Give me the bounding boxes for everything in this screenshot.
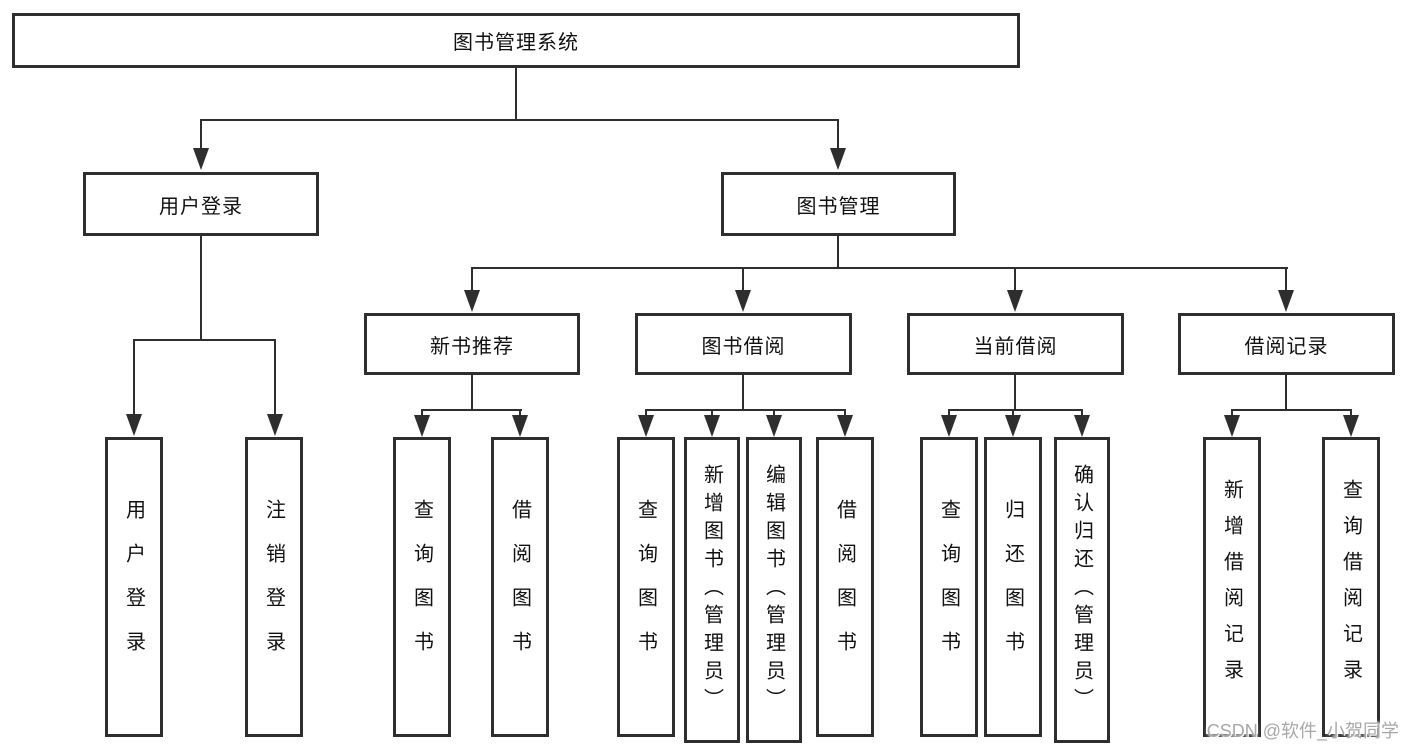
arrow-down-icon (704, 415, 720, 437)
connector-newbook-stem (471, 375, 473, 410)
csdn-watermark: CSDN @软件_小贺同学 (1206, 721, 1399, 741)
leaf-borrow-borrow-label: 借阅图书 (833, 499, 856, 675)
connector-bookmgmt-drop1 (471, 268, 473, 290)
leaf-current-confirm-admin: 确认归还（管理员） (1054, 437, 1110, 743)
arrow-down-icon (1343, 415, 1359, 437)
leaf-current-return: 归还图书 (984, 437, 1042, 737)
connector-records-drop2 (1350, 410, 1352, 415)
leaf-records-add-label: 新增借阅记录 (1220, 479, 1243, 695)
connector-userlogin-drop1 (133, 340, 135, 414)
leaf-borrow-borrow: 借阅图书 (816, 437, 874, 737)
connector-newbook-drop1 (421, 410, 423, 415)
leaf-borrow-search: 查询图书 (617, 437, 675, 737)
connector-root-stem (515, 68, 517, 120)
connector-userlogin-drop2 (274, 340, 276, 414)
connector-bookmgmt-drop4 (1285, 268, 1287, 290)
node-root: 图书管理系统 (12, 13, 1020, 68)
connector-currentborrow-drop2 (1012, 410, 1014, 415)
leaf-current-return-label: 归还图书 (1001, 499, 1024, 675)
node-root-label: 图书管理系统 (453, 32, 579, 54)
connector-newbook-bar (421, 409, 522, 411)
node-new-book-recommend-label: 新书推荐 (430, 335, 514, 358)
node-user-login: 用户登录 (83, 172, 319, 236)
connector-newbook-drop2 (519, 410, 521, 415)
arrow-down-icon (267, 414, 283, 436)
arrow-down-icon (193, 148, 209, 170)
arrow-down-icon (1005, 415, 1021, 437)
arrow-down-icon (1224, 415, 1240, 437)
leaf-newbook-borrow: 借阅图书 (491, 437, 549, 737)
leaf-borrow-search-label: 查询图书 (634, 499, 657, 675)
connector-root-drop-right (837, 120, 839, 148)
node-book-borrow-label: 图书借阅 (701, 335, 786, 358)
connector-bookborrow-drop1 (645, 410, 647, 415)
node-borrow-records-label: 借阅记录 (1244, 335, 1329, 358)
node-book-management-label: 图书管理 (796, 195, 881, 218)
connector-bookmgmt-stem (837, 236, 839, 268)
arrow-down-icon (735, 290, 751, 312)
connector-bookborrow-drop2 (711, 410, 713, 415)
arrow-down-icon (414, 415, 430, 437)
connector-bookmgmt-drop2 (742, 268, 744, 290)
leaf-newbook-search: 查询图书 (393, 437, 451, 737)
leaf-current-search: 查询图书 (920, 437, 978, 737)
arrow-down-icon (1278, 290, 1294, 312)
node-user-login-label: 用户登录 (159, 195, 243, 218)
node-new-book-recommend: 新书推荐 (364, 313, 580, 375)
leaf-borrow-add-admin-label: 新增图书（管理员） (700, 464, 723, 716)
leaf-records-search: 查询借阅记录 (1322, 437, 1380, 737)
leaf-current-confirm-admin-label: 确认归还（管理员） (1070, 464, 1093, 716)
node-current-borrow: 当前借阅 (907, 313, 1124, 375)
connector-bookmgmt-bar (471, 267, 1288, 269)
arrow-down-icon (464, 290, 480, 312)
leaf-borrow-edit-admin: 编辑图书（管理员） (746, 437, 802, 743)
arrow-down-icon (766, 415, 782, 437)
connector-userlogin-stem (200, 236, 202, 340)
connector-currentborrow-stem (1014, 375, 1016, 410)
arrow-down-icon (1007, 290, 1023, 312)
connector-currentborrow-drop3 (1081, 410, 1083, 415)
leaf-records-add: 新增借阅记录 (1203, 437, 1261, 737)
leaf-current-search-label: 查询图书 (937, 499, 960, 675)
connector-records-stem (1285, 375, 1287, 410)
arrow-down-icon (512, 415, 528, 437)
leaf-logout: 注销登录 (245, 437, 303, 737)
leaf-user-login-label: 用户登录 (122, 499, 145, 675)
leaf-borrow-edit-admin-label: 编辑图书（管理员） (762, 464, 785, 716)
connector-records-drop1 (1231, 410, 1233, 415)
arrow-down-icon (837, 415, 853, 437)
connector-bookborrow-bar (645, 409, 846, 411)
connector-currentborrow-drop1 (948, 410, 950, 415)
arrow-down-icon (1074, 415, 1090, 437)
leaf-borrow-add-admin: 新增图书（管理员） (684, 437, 740, 743)
leaf-records-search-label: 查询借阅记录 (1339, 479, 1362, 695)
node-borrow-records: 借阅记录 (1178, 313, 1395, 375)
node-book-management: 图书管理 (721, 172, 956, 236)
leaf-user-login: 用户登录 (105, 437, 163, 737)
arrow-down-icon (830, 148, 846, 170)
node-current-borrow-label: 当前借阅 (973, 335, 1058, 358)
connector-bookborrow-drop3 (773, 410, 775, 415)
connector-root-bar (200, 119, 839, 121)
connector-bookborrow-drop4 (844, 410, 846, 415)
arrow-down-icon (638, 415, 654, 437)
arrow-down-icon (941, 415, 957, 437)
leaf-logout-label: 注销登录 (262, 499, 285, 675)
connector-bookborrow-stem (742, 375, 744, 410)
connector-records-bar (1231, 409, 1352, 411)
connector-bookmgmt-drop3 (1014, 268, 1016, 290)
leaf-newbook-borrow-label: 借阅图书 (508, 499, 531, 675)
leaf-newbook-search-label: 查询图书 (410, 499, 433, 675)
arrow-down-icon (126, 414, 142, 436)
connector-currentborrow-bar (948, 409, 1083, 411)
connector-root-drop-left (200, 120, 202, 148)
connector-userlogin-bar (133, 339, 276, 341)
node-book-borrow: 图书借阅 (635, 313, 852, 375)
